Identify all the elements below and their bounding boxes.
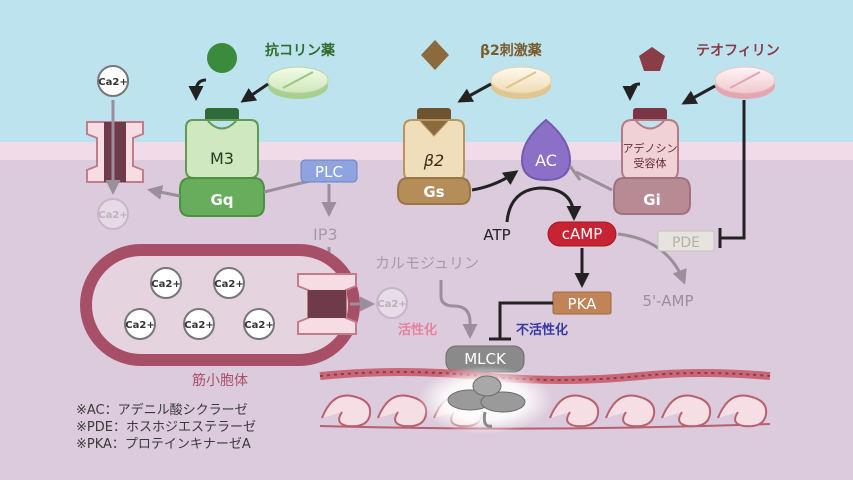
svg-text:Ca2+: Ca2+ bbox=[214, 279, 243, 290]
myosin-coil bbox=[717, 394, 768, 428]
svg-text:Ca2+: Ca2+ bbox=[125, 320, 154, 331]
acetylcholine-ligand bbox=[207, 43, 237, 73]
svg-text:受容体: 受容体 bbox=[634, 156, 667, 170]
gi-protein: Gi bbox=[613, 177, 691, 215]
adenylate-cyclase: AC bbox=[520, 118, 572, 182]
svg-text:Ca2+: Ca2+ bbox=[98, 77, 127, 88]
myosin-coil bbox=[321, 394, 372, 428]
gs-protein: Gs bbox=[397, 177, 471, 205]
ca-ion-outside: Ca2+ bbox=[97, 65, 129, 97]
anticholinergic-label: 抗コリン薬 bbox=[265, 42, 335, 59]
svg-text:Gi: Gi bbox=[643, 191, 660, 209]
note-pde: ※PDE：ホスホジエステラーゼ bbox=[76, 420, 256, 435]
beta2-agonist-pill bbox=[490, 66, 552, 99]
gi-inhibit-ac-line bbox=[575, 170, 613, 192]
theophylline-label: テオフィリン bbox=[696, 43, 780, 59]
svg-text:β2: β2 bbox=[423, 151, 444, 170]
ca-ion-faded: Ca2+ bbox=[97, 198, 129, 230]
atp-to-camp-arrow bbox=[505, 186, 582, 223]
abbreviation-notes: ※AC：アデニル酸シクラーゼ ※PDE：ホスホジエステラーゼ ※PKA：プロテイ… bbox=[76, 402, 256, 452]
anticholinergic-pill bbox=[267, 66, 329, 99]
myosin-coil bbox=[605, 394, 656, 428]
inactivation-label: 不活性化 bbox=[516, 322, 568, 338]
plc-enzyme: PLC bbox=[300, 159, 358, 183]
sr-ca-ion: Ca2+ bbox=[213, 267, 245, 299]
beta2-ligand bbox=[421, 40, 449, 70]
adenosine-release-arrow bbox=[622, 82, 641, 101]
ip3-label: IP3 bbox=[313, 225, 338, 244]
gq-to-channel-arrow bbox=[147, 184, 181, 200]
anticholinergic-block-arrow bbox=[240, 82, 269, 103]
membrane-ca-channel bbox=[86, 121, 144, 183]
activation-label: 活性化 bbox=[398, 322, 437, 338]
sr-ca-ion: Ca2+ bbox=[183, 308, 215, 340]
svg-text:AC: AC bbox=[535, 151, 557, 170]
svg-text:PDE: PDE bbox=[672, 235, 700, 251]
svg-text:Ca2+: Ca2+ bbox=[244, 320, 273, 331]
svg-text:アデノシン: アデノシン bbox=[623, 141, 678, 155]
amp-label: 5'-AMP bbox=[643, 292, 694, 310]
svg-text:Gq: Gq bbox=[210, 191, 233, 209]
svg-text:M3: M3 bbox=[210, 149, 234, 168]
camp-molecule: cAMP bbox=[547, 221, 617, 247]
sr-label: 筋小胞体 bbox=[192, 372, 248, 389]
beta2-agonist-arrow bbox=[457, 82, 492, 103]
pka-enzyme: PKA bbox=[552, 291, 612, 315]
myosin-coil bbox=[661, 394, 712, 428]
atp-label: ATP bbox=[483, 226, 510, 244]
gq-protein: Gq bbox=[179, 177, 265, 217]
svg-text:Ca2+: Ca2+ bbox=[98, 210, 127, 221]
svg-text:Ca2+: Ca2+ bbox=[184, 320, 213, 331]
svg-text:Gs: Gs bbox=[423, 183, 444, 201]
svg-text:Ca2+: Ca2+ bbox=[151, 279, 180, 290]
ligand-release-arrow bbox=[188, 78, 207, 101]
sr-ca-channel bbox=[297, 273, 357, 335]
sr-ca-ion: Ca2+ bbox=[150, 267, 182, 299]
sr-ca-ion: Ca2+ bbox=[243, 308, 275, 340]
pka-inhibit-mlck-line bbox=[498, 301, 553, 338]
beta2-receptor: β2 bbox=[403, 108, 465, 181]
adenosine-ligand bbox=[639, 47, 665, 71]
gs-to-ac-arrow bbox=[471, 170, 519, 192]
svg-text:PLC: PLC bbox=[315, 163, 343, 181]
sr-ca-ion: Ca2+ bbox=[124, 308, 156, 340]
theophylline-pill bbox=[714, 66, 776, 99]
note-ac: ※AC：アデニル酸シクラーゼ bbox=[76, 402, 248, 418]
actin-filament bbox=[319, 368, 771, 384]
sr-ca-ions: Ca2+ Ca2+ Ca2+ Ca2+ Ca2+ bbox=[124, 267, 275, 340]
myosin-backbone bbox=[319, 423, 771, 430]
ca-ion-released: Ca2+ bbox=[376, 287, 408, 319]
myosin-filaments bbox=[319, 394, 771, 430]
adenosine-receptor: アデノシン 受容体 bbox=[621, 108, 679, 181]
pde-enzyme: PDE bbox=[657, 230, 715, 252]
svg-text:PKA: PKA bbox=[568, 295, 598, 313]
svg-text:Ca2+: Ca2+ bbox=[377, 299, 406, 310]
mlck-enzyme: MLCK bbox=[445, 345, 525, 373]
theophylline-block-arrow bbox=[681, 84, 716, 105]
svg-text:MLCK: MLCK bbox=[464, 350, 507, 368]
note-pka: ※PKA：プロテインキナーゼA bbox=[76, 437, 251, 452]
svg-text:cAMP: cAMP bbox=[562, 225, 603, 243]
theophylline-inhibit-pde-line bbox=[720, 100, 746, 240]
beta2-agonist-label: β2刺激薬 bbox=[480, 42, 542, 59]
gi-inhibit-bar bbox=[568, 165, 582, 181]
calmodulin-arrow bbox=[439, 280, 478, 339]
calmodulin-label: カルモジュリン bbox=[375, 254, 479, 272]
myosin-coil bbox=[549, 394, 600, 428]
myosin-light-chain bbox=[417, 366, 553, 434]
